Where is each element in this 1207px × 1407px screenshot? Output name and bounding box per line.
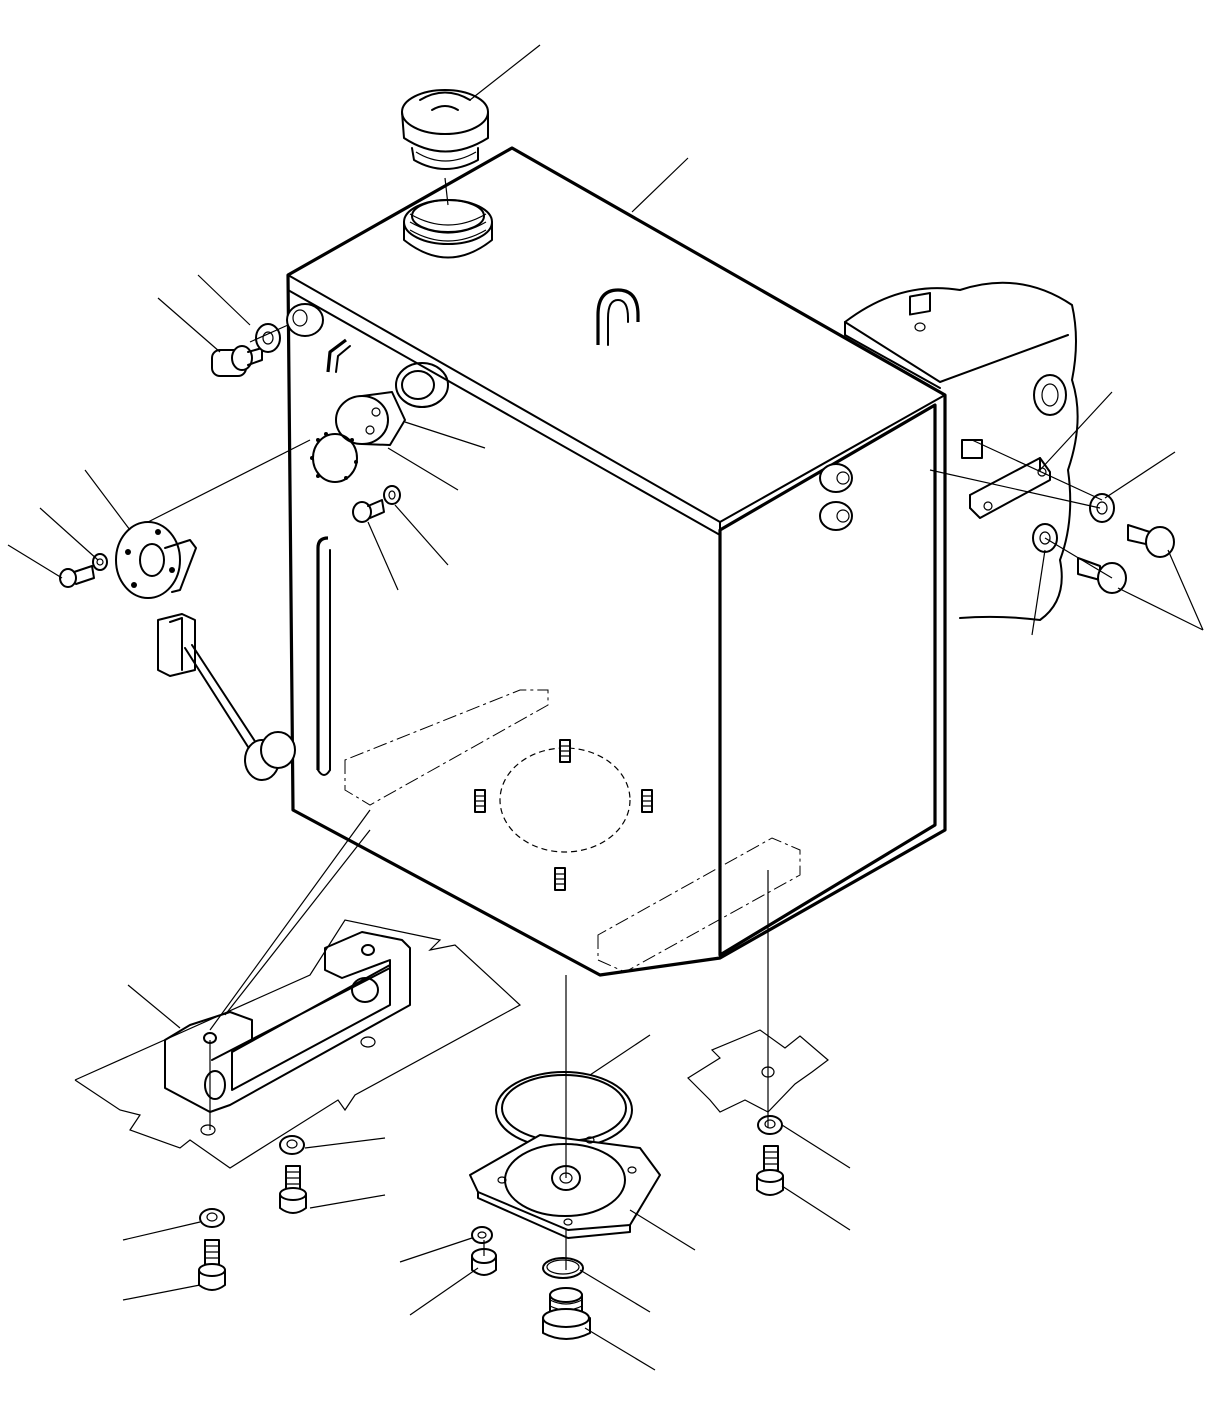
stud xyxy=(559,739,571,763)
stud xyxy=(474,789,486,813)
small-bolt xyxy=(352,499,385,523)
leader-lines xyxy=(7,44,1204,1371)
base-hole xyxy=(200,1124,216,1136)
drain-plug xyxy=(542,1287,591,1340)
washer xyxy=(757,1115,783,1135)
washer xyxy=(471,1226,493,1244)
hydraulic-tank xyxy=(286,146,983,977)
bolt xyxy=(756,1145,784,1196)
drain-cover xyxy=(469,1134,661,1239)
flange-assembly xyxy=(335,362,449,446)
level-gauge xyxy=(115,521,296,781)
stud xyxy=(554,867,566,891)
stud xyxy=(641,789,653,813)
base-hole xyxy=(360,1036,376,1048)
bolt xyxy=(198,1239,226,1291)
o-ring xyxy=(495,1071,633,1149)
screw-left xyxy=(59,565,95,588)
mounting-bracket xyxy=(164,931,411,1113)
filler-cap xyxy=(401,89,489,170)
washer xyxy=(279,1135,305,1155)
pad-outline-right xyxy=(687,1029,829,1113)
gasket-ring xyxy=(310,432,358,483)
washer-left xyxy=(92,553,108,571)
adjacent-frame xyxy=(844,281,1079,621)
small-o-ring xyxy=(542,1257,584,1279)
plug-upper xyxy=(211,345,263,377)
bolt xyxy=(279,1165,307,1214)
washer-right-upper xyxy=(1089,493,1115,523)
small-washer xyxy=(383,485,401,505)
center-lines xyxy=(147,177,1113,1270)
washer xyxy=(199,1208,225,1228)
boss-upper-left xyxy=(286,303,324,337)
bolt-right-upper xyxy=(1127,524,1175,558)
bracket-base-outline xyxy=(74,919,522,1169)
